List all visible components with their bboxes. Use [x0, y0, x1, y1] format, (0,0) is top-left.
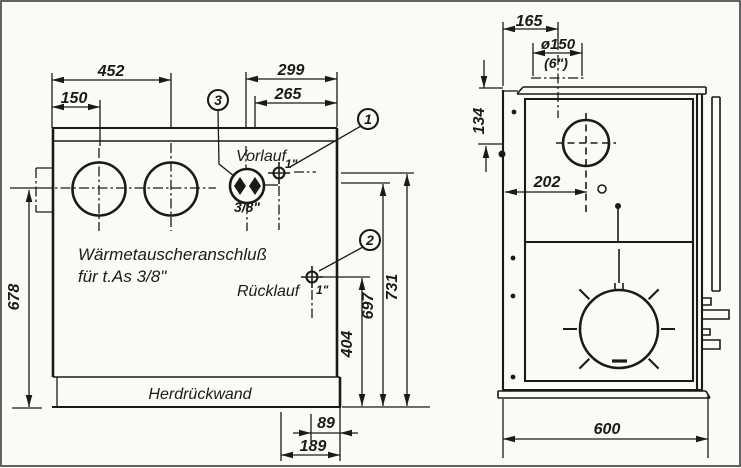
- connector-size-label: 3/8": [234, 199, 260, 215]
- dim-452: [51, 73, 172, 128]
- dim-299: [245, 72, 338, 128]
- front-rail-and-hinges: [703, 96, 730, 350]
- rear-left-protrusion: [35, 167, 53, 213]
- dim-150: [52, 100, 101, 146]
- top-view: 165 ø150 (6") 134 202 600: [471, 13, 730, 458]
- ruecklauf-label: Rücklauf: [237, 283, 301, 300]
- dim-678-label: 678: [6, 284, 23, 311]
- rear-view: 3/8" Vorlauf 1" Rücklauf 1" 3 1: [6, 62, 430, 461]
- dim-134: [478, 60, 506, 172]
- callout-3-number: 3: [214, 92, 222, 108]
- top-body-outline: [497, 86, 711, 399]
- dim-flue-inch-label: (6"): [544, 55, 568, 71]
- callout-1-marker: [289, 107, 380, 168]
- ruecklauf-size-label: 1": [316, 283, 329, 297]
- dim-165-label: 165: [516, 13, 544, 30]
- callout-3-marker: [206, 88, 235, 177]
- dim-731: [341, 172, 414, 406]
- ruecklauf-connection-icon: [301, 266, 323, 318]
- dim-89-label: 89: [317, 415, 335, 432]
- dim-452-label: 452: [97, 63, 125, 80]
- screw-dots: [510, 109, 517, 380]
- dim-165: [502, 22, 559, 86]
- dim-265-label: 265: [274, 86, 303, 103]
- dim-189-label: 189: [300, 438, 327, 455]
- dim-202-label: 202: [533, 174, 561, 191]
- callout-2-number: 2: [365, 232, 374, 248]
- dim-299-label: 299: [277, 62, 305, 79]
- vorlauf-label: Vorlauf: [236, 148, 288, 165]
- dim-697: [341, 182, 390, 406]
- rear-wall-label: Herdrückwand: [148, 386, 252, 403]
- flue-outlet-circle: [531, 55, 616, 216]
- dim-678: [12, 190, 42, 409]
- burner-centerlines: [10, 143, 216, 231]
- dim-flue-label: ø150: [541, 36, 576, 53]
- dim-134-label: 134: [471, 108, 488, 135]
- dim-731-label: 731: [384, 274, 401, 301]
- peep-hole-circle: [597, 184, 607, 194]
- dim-89: [280, 408, 358, 461]
- dim-404-label: 404: [339, 331, 356, 359]
- hotplate-circle: [563, 288, 675, 370]
- note-line1: Wärmetauscheranschluß: [78, 245, 267, 264]
- heat-exchanger-connector-icon: [228, 146, 278, 231]
- dim-265: [254, 96, 337, 128]
- vorlauf-size-label: 1": [285, 157, 298, 171]
- dim-404: [320, 276, 370, 406]
- dim-600: [502, 394, 709, 458]
- dim-600-label: 600: [594, 421, 621, 438]
- dim-150-label: 150: [61, 90, 88, 107]
- callout-1-number: 1: [364, 111, 372, 127]
- door-handle-pins: [614, 203, 624, 291]
- vorlauf-connection-icon: [268, 162, 316, 230]
- rear-body-outline: [51, 126, 342, 409]
- dim-flue: [532, 43, 583, 76]
- note-line2: für t.As 3/8": [78, 267, 167, 286]
